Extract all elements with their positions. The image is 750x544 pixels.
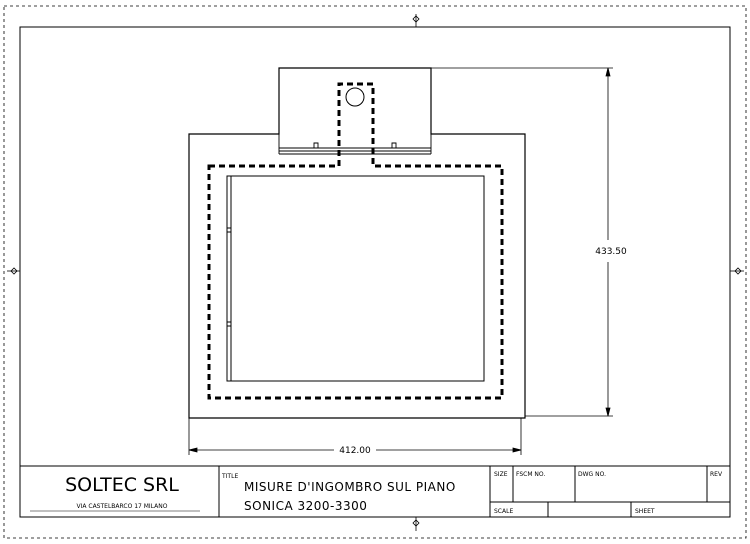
size-caption: SIZE (494, 471, 508, 478)
drawing-frame (19, 26, 731, 518)
height-dimension (431, 67, 613, 417)
drawing-title-line2: SONICA 3200-3300 (244, 499, 367, 513)
centering-marks (7, 14, 744, 531)
rev-caption: REV (710, 471, 723, 478)
sheet-outer-border (3, 5, 747, 539)
fscm-caption: FSCM NO. (516, 471, 545, 478)
sheet-caption: SHEET (635, 508, 655, 515)
height-dimension-label: 433.50 (595, 247, 627, 257)
clearance-outline (207, 82, 504, 400)
company-address: VIA CASTELBARCO 17 MILANO (77, 503, 168, 510)
dwg-caption: DWG NO. (578, 471, 606, 478)
width-dimension (188, 418, 522, 455)
machine-outline (188, 67, 526, 419)
drawing-title-line1: MISURE D'INGOMBRO SUL PIANO (244, 480, 456, 494)
width-dimension-label: 412.00 (339, 446, 371, 456)
hole-circle (345, 87, 365, 107)
company-name: SOLTEC SRL (65, 474, 179, 496)
title-block (20, 465, 730, 517)
inner-plate (226, 175, 485, 382)
top-module-details (278, 134, 432, 155)
scale-caption: SCALE (494, 508, 513, 515)
title-caption: TITLE (221, 473, 238, 480)
